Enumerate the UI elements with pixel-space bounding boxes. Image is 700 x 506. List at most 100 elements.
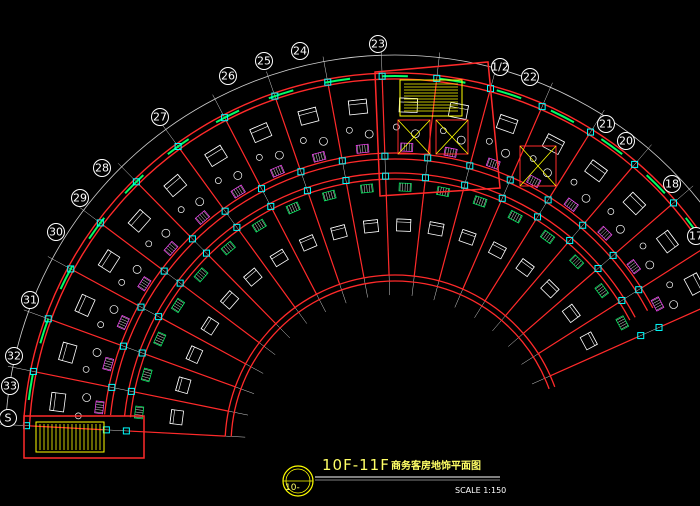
bed [655,229,679,254]
chair [275,150,284,160]
room-partition [50,319,121,346]
column [119,342,127,350]
bed [427,221,445,237]
column [96,219,104,227]
axis-marker-circle [687,227,700,245]
bathroom-tiles [133,405,145,420]
chair [177,206,185,213]
bathroom-tiles [137,276,152,292]
bathroom-tiles [626,259,642,275]
column [637,332,645,340]
axis-marker-circle [71,189,89,207]
column [538,103,546,111]
bathroom-tiles [539,229,556,245]
room-partition [307,193,341,285]
bathroom-tiles [360,183,374,194]
column [655,323,663,331]
column [44,315,52,323]
chair [118,279,126,286]
bed [330,224,348,241]
bathroom-tiles [615,315,630,331]
column [544,196,552,204]
bed [175,376,192,395]
chair [161,228,171,238]
column [324,78,332,86]
bed [49,391,67,413]
bed [395,218,412,232]
column [378,72,386,80]
chair [364,129,374,139]
room-partition [614,204,672,254]
corridor-wall-arc [129,178,631,418]
corridor-wall-arc [103,152,654,415]
column [267,202,275,210]
axis-marker-circle [219,67,237,85]
service-core-right [374,61,557,197]
column [108,383,116,391]
column [202,249,210,257]
column [498,194,506,202]
title-block: 10- 10F-11F 商务客房地饰平面图 SCALE 1:150 [282,456,506,497]
chair [669,300,678,309]
chair [607,208,615,215]
axis-marker: 18 [663,175,681,193]
axis-marker-label: 31 [23,294,37,307]
chair [109,305,119,314]
column [258,185,266,193]
axis-marker: S [0,409,17,427]
bed [458,228,477,246]
column [188,235,196,243]
chair [529,155,537,162]
window-segment [88,217,106,240]
room-partition [102,224,163,270]
bathroom-tiles [355,143,370,154]
chair [666,281,674,289]
room-partition [345,183,365,278]
bed [515,258,535,278]
bed [200,316,220,336]
column [424,154,432,162]
axis-marker-circle [151,108,169,126]
room-partition [550,336,639,377]
chair [92,348,102,357]
column [102,426,110,434]
axis-marker: 32 [5,347,23,365]
room-partition [549,134,590,198]
column [271,92,279,100]
chair [411,129,420,139]
window-segment [39,318,50,344]
column [137,303,145,311]
chair [132,265,142,274]
column [594,265,602,273]
axis-marker: 23 [369,35,387,53]
bathroom-tiles [485,157,501,170]
chair [256,154,263,161]
column [29,367,37,375]
bathroom-tiles [398,182,412,192]
corridor-wall-arc [109,158,649,416]
axis-marker: 20 [617,132,635,150]
bathroom-tiles [311,150,327,163]
bathroom-tiles [102,356,115,372]
chair [82,366,90,373]
axis-marker-circle [1,377,19,395]
bed [298,234,318,252]
chair [82,393,91,402]
axis-marker-circle [663,175,681,193]
chair [440,127,447,135]
axis-marker-circle [521,68,539,86]
chair [639,242,647,250]
column [297,168,305,176]
axis-marker: 26 [219,67,237,85]
chair [393,123,400,131]
column [155,313,163,321]
bed [219,290,240,310]
bathroom-tiles [322,189,337,202]
bed [204,144,228,168]
axis-marker-circle [491,58,509,76]
bathroom-tiles [594,282,610,299]
column [421,174,429,182]
column [67,265,75,273]
bed [74,293,96,317]
